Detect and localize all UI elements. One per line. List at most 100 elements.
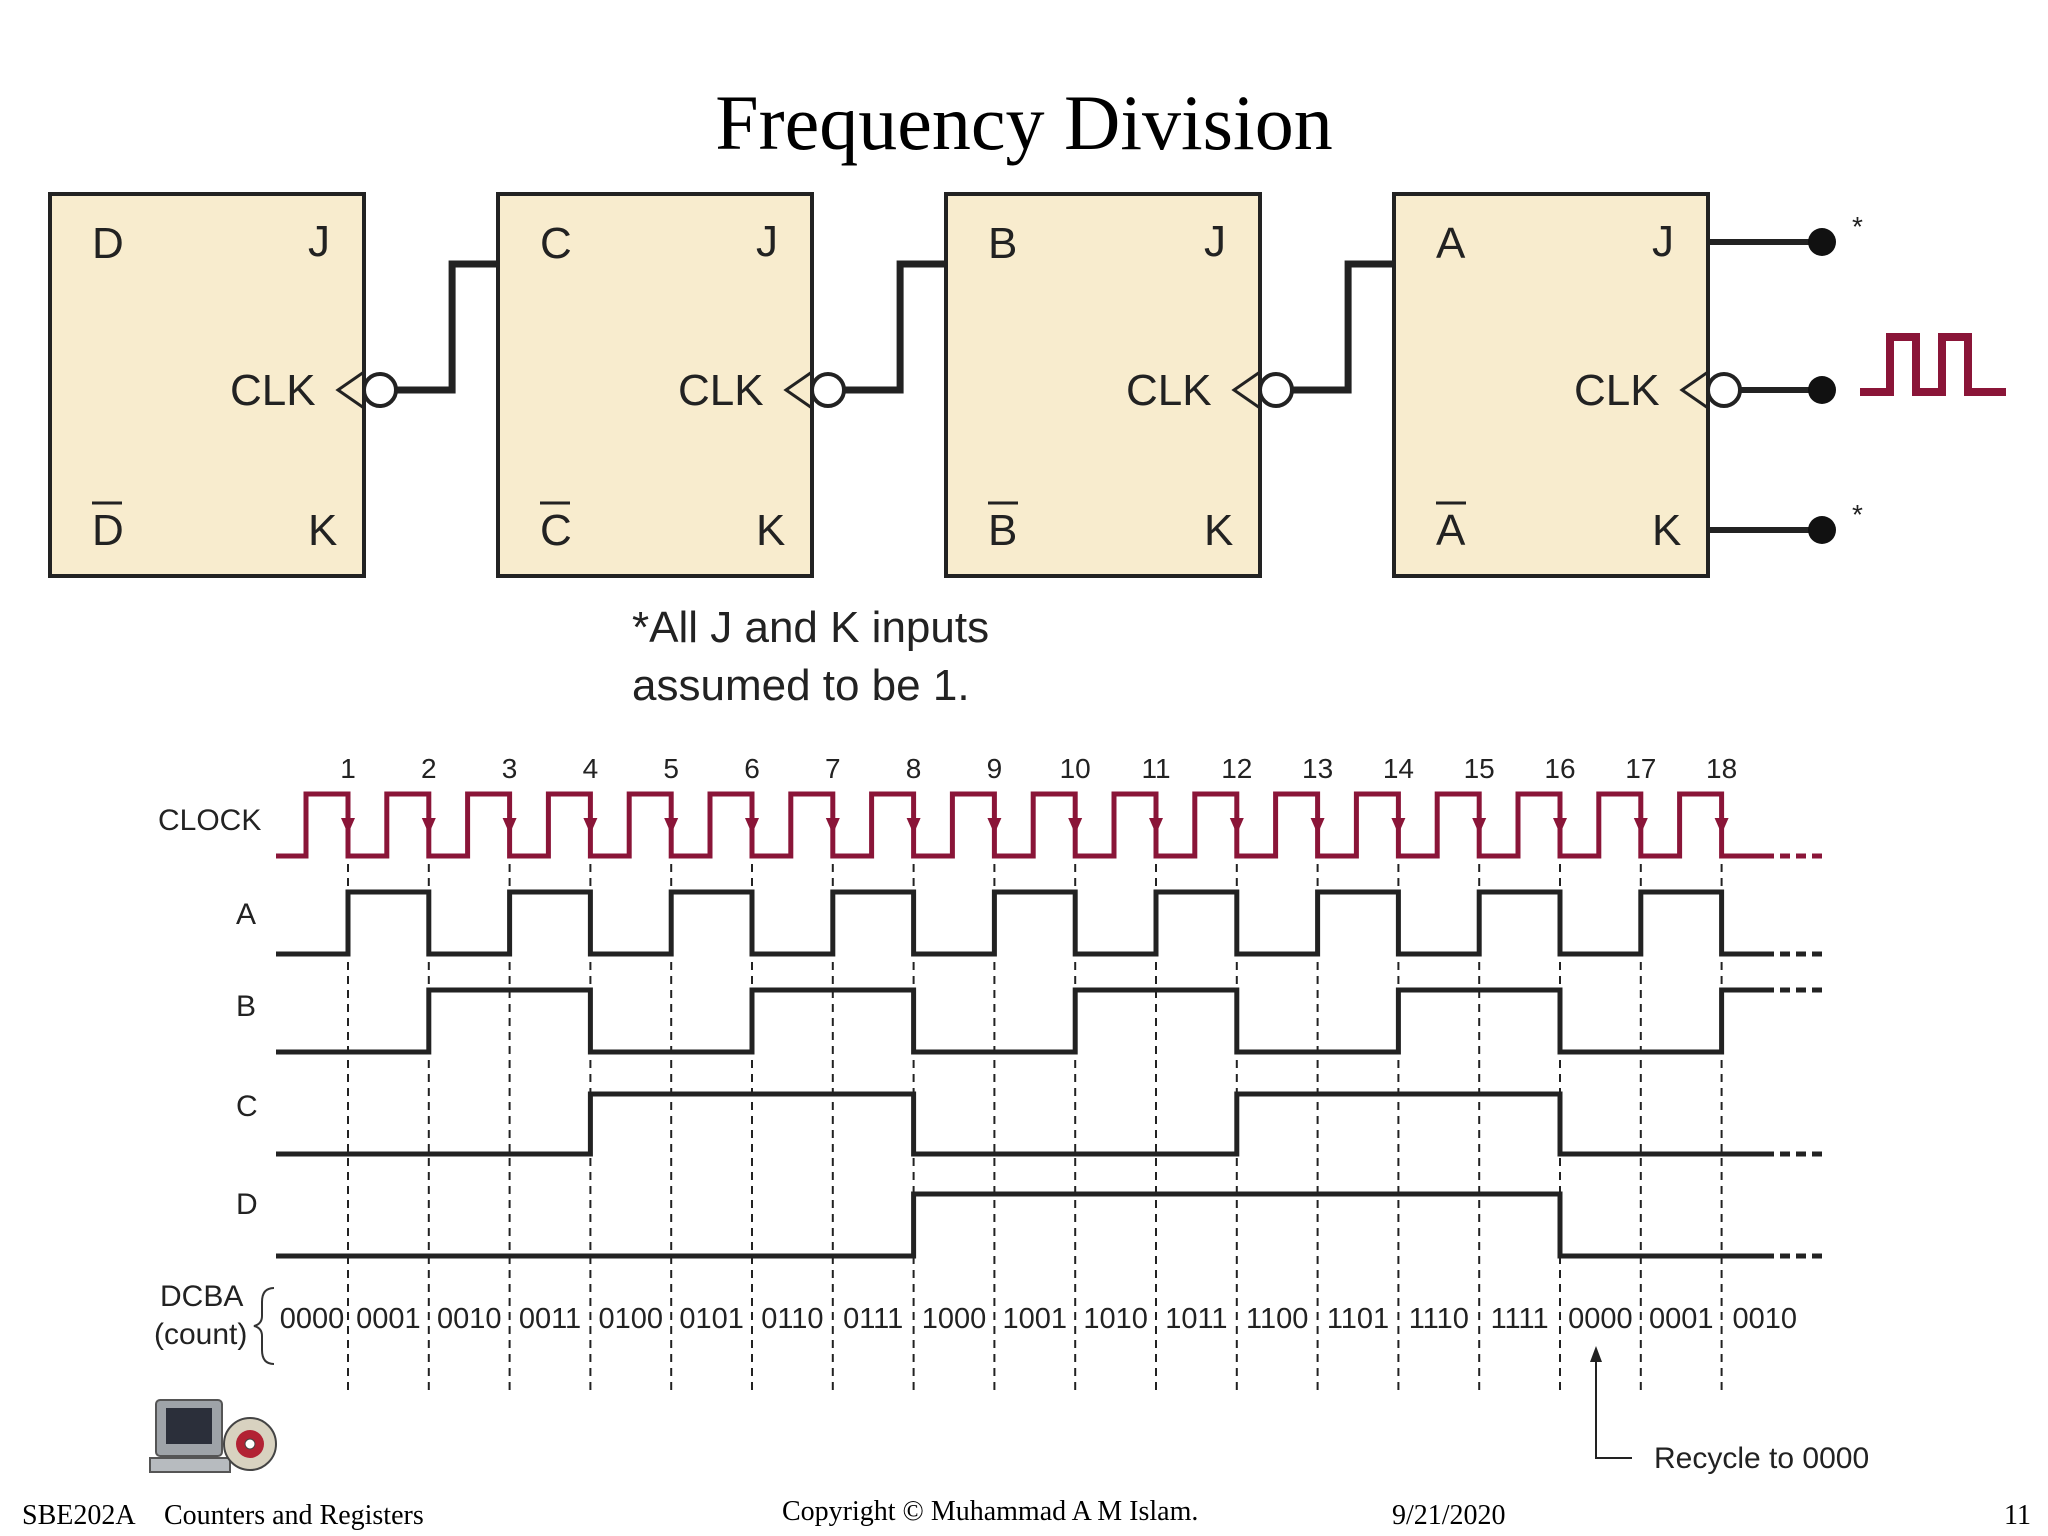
clock-triangle-icon [1679,370,1709,410]
waveform-d [276,1191,1764,1259]
flipflop-k-label: K [1652,506,1681,555]
clock-edge-arrow-6 [745,818,759,834]
flipflop-q-label: B [988,219,1017,268]
computer-base-icon [149,1457,231,1473]
count-value: 0010 [437,1303,502,1335]
count-value: 0010 [1733,1303,1798,1335]
flipflop-clk-label: CLK [1126,366,1212,415]
clock-edge-arrow-8 [906,818,921,834]
flipflop-j-label: J [308,217,330,266]
pulse-number: 7 [825,753,841,784]
clock-edge-arrow-15 [1472,818,1487,834]
flipflop-clk-label: CLK [1574,366,1660,415]
inversion-bubble-icon [1706,372,1742,408]
flipflop-k-label: K [756,506,785,555]
cd-hole-icon [244,1438,256,1450]
count-value: 1111 [1491,1303,1549,1335]
computer-cd-icon [149,1399,277,1473]
inversion-bubble-icon [1258,372,1294,408]
slide-title: Frequency Division [715,79,1333,166]
signal-label-a: A [236,898,256,931]
pulse-number: 8 [906,753,922,784]
clock-edge-arrow-18 [1714,818,1729,834]
waveform-c [276,1091,1764,1157]
pulse-number: 10 [1060,753,1091,784]
count-value: 1010 [1083,1303,1148,1335]
k-input-asterisk: * [1852,499,1863,530]
flipflop-qbar-label: C [540,506,572,555]
flipflop-body [48,192,366,578]
count-label-line-1: DCBA [160,1280,243,1313]
clock-edge-arrow-13 [1310,818,1325,834]
count-value: 1000 [922,1303,987,1335]
footer-course: SBE202A [22,1500,136,1531]
footer-topic: Counters and Registers [164,1500,424,1531]
flipflop-k-label: K [308,506,337,555]
signal-label-d: D [236,1188,258,1221]
ff-connection-wire [844,260,946,394]
ff-connection-wire [1292,260,1394,394]
pulse-number: 9 [987,753,1003,784]
count-value: 0001 [1649,1303,1714,1335]
footer-copyright: Copyright © Muhammad A M Islam. [782,1496,1199,1527]
clk-input-terminal [1808,376,1836,404]
pulse-number: 15 [1464,753,1495,784]
clock-edge-arrow-1 [341,818,355,834]
clock-edge-arrow-11 [1149,818,1163,834]
count-value: 0000 [280,1303,345,1335]
count-value: 0101 [679,1303,744,1335]
signal-label-b: B [236,990,256,1023]
signal-label-c: C [236,1090,258,1123]
pulse-number: 6 [744,753,760,784]
clock-edge-arrow-4 [583,818,598,834]
count-value: 1011 [1165,1303,1227,1335]
flipflop-k-label: K [1204,506,1233,555]
clock-triangle-icon [783,370,813,410]
k-input-terminal [1808,516,1836,544]
flipflop-qbar-label: A [1436,506,1466,555]
recycle-arrowhead-icon [1590,1346,1602,1362]
clock-triangle-icon [1231,370,1261,410]
clock-label: CLOCK [158,804,261,837]
pulse-number: 1 [340,753,356,784]
pulse-number: 5 [663,753,679,784]
clock-edge-arrow-3 [502,818,517,834]
recycle-arrow [1595,1360,1632,1459]
clock-pulse-icon [1860,333,2006,396]
count-value: 1110 [1409,1303,1469,1335]
waveform-b [276,987,1764,1055]
inversion-bubble-icon [810,372,846,408]
pulse-number: 13 [1302,753,1333,784]
clock-edge-arrow-12 [1229,818,1244,834]
footer-page-number: 11 [2004,1500,2031,1531]
flipflop-j-label: J [756,217,778,266]
flipflop-qbar-label: B [988,506,1017,555]
count-value: 0001 [356,1303,421,1335]
clock-edge-arrow-9 [987,818,1002,834]
count-value: 0110 [761,1303,823,1335]
count-value: 1001 [1003,1303,1068,1335]
flipflop-clk-label: CLK [678,366,764,415]
count-value: 0000 [1568,1303,1633,1335]
pulse-number: 17 [1625,753,1656,784]
pulse-number: 16 [1544,753,1575,784]
clock-edge-arrow-5 [664,818,679,834]
flipflop-qbar-label: D [92,506,124,555]
flipflop-clk-label: CLK [230,366,316,415]
clock-edge-arrow-7 [825,818,840,834]
count-value: 0011 [519,1303,581,1335]
flipflop-q-label: A [1436,219,1466,268]
note-line-1: *All J and K inputs [632,603,989,652]
pulse-number: 18 [1706,753,1737,784]
flipflop-body [944,192,1262,578]
recycle-note: Recycle to 0000 [1654,1442,1869,1475]
clock-edge-arrow-16 [1553,818,1567,834]
pulse-number: 2 [421,753,437,784]
j-input-terminal [1808,228,1836,256]
